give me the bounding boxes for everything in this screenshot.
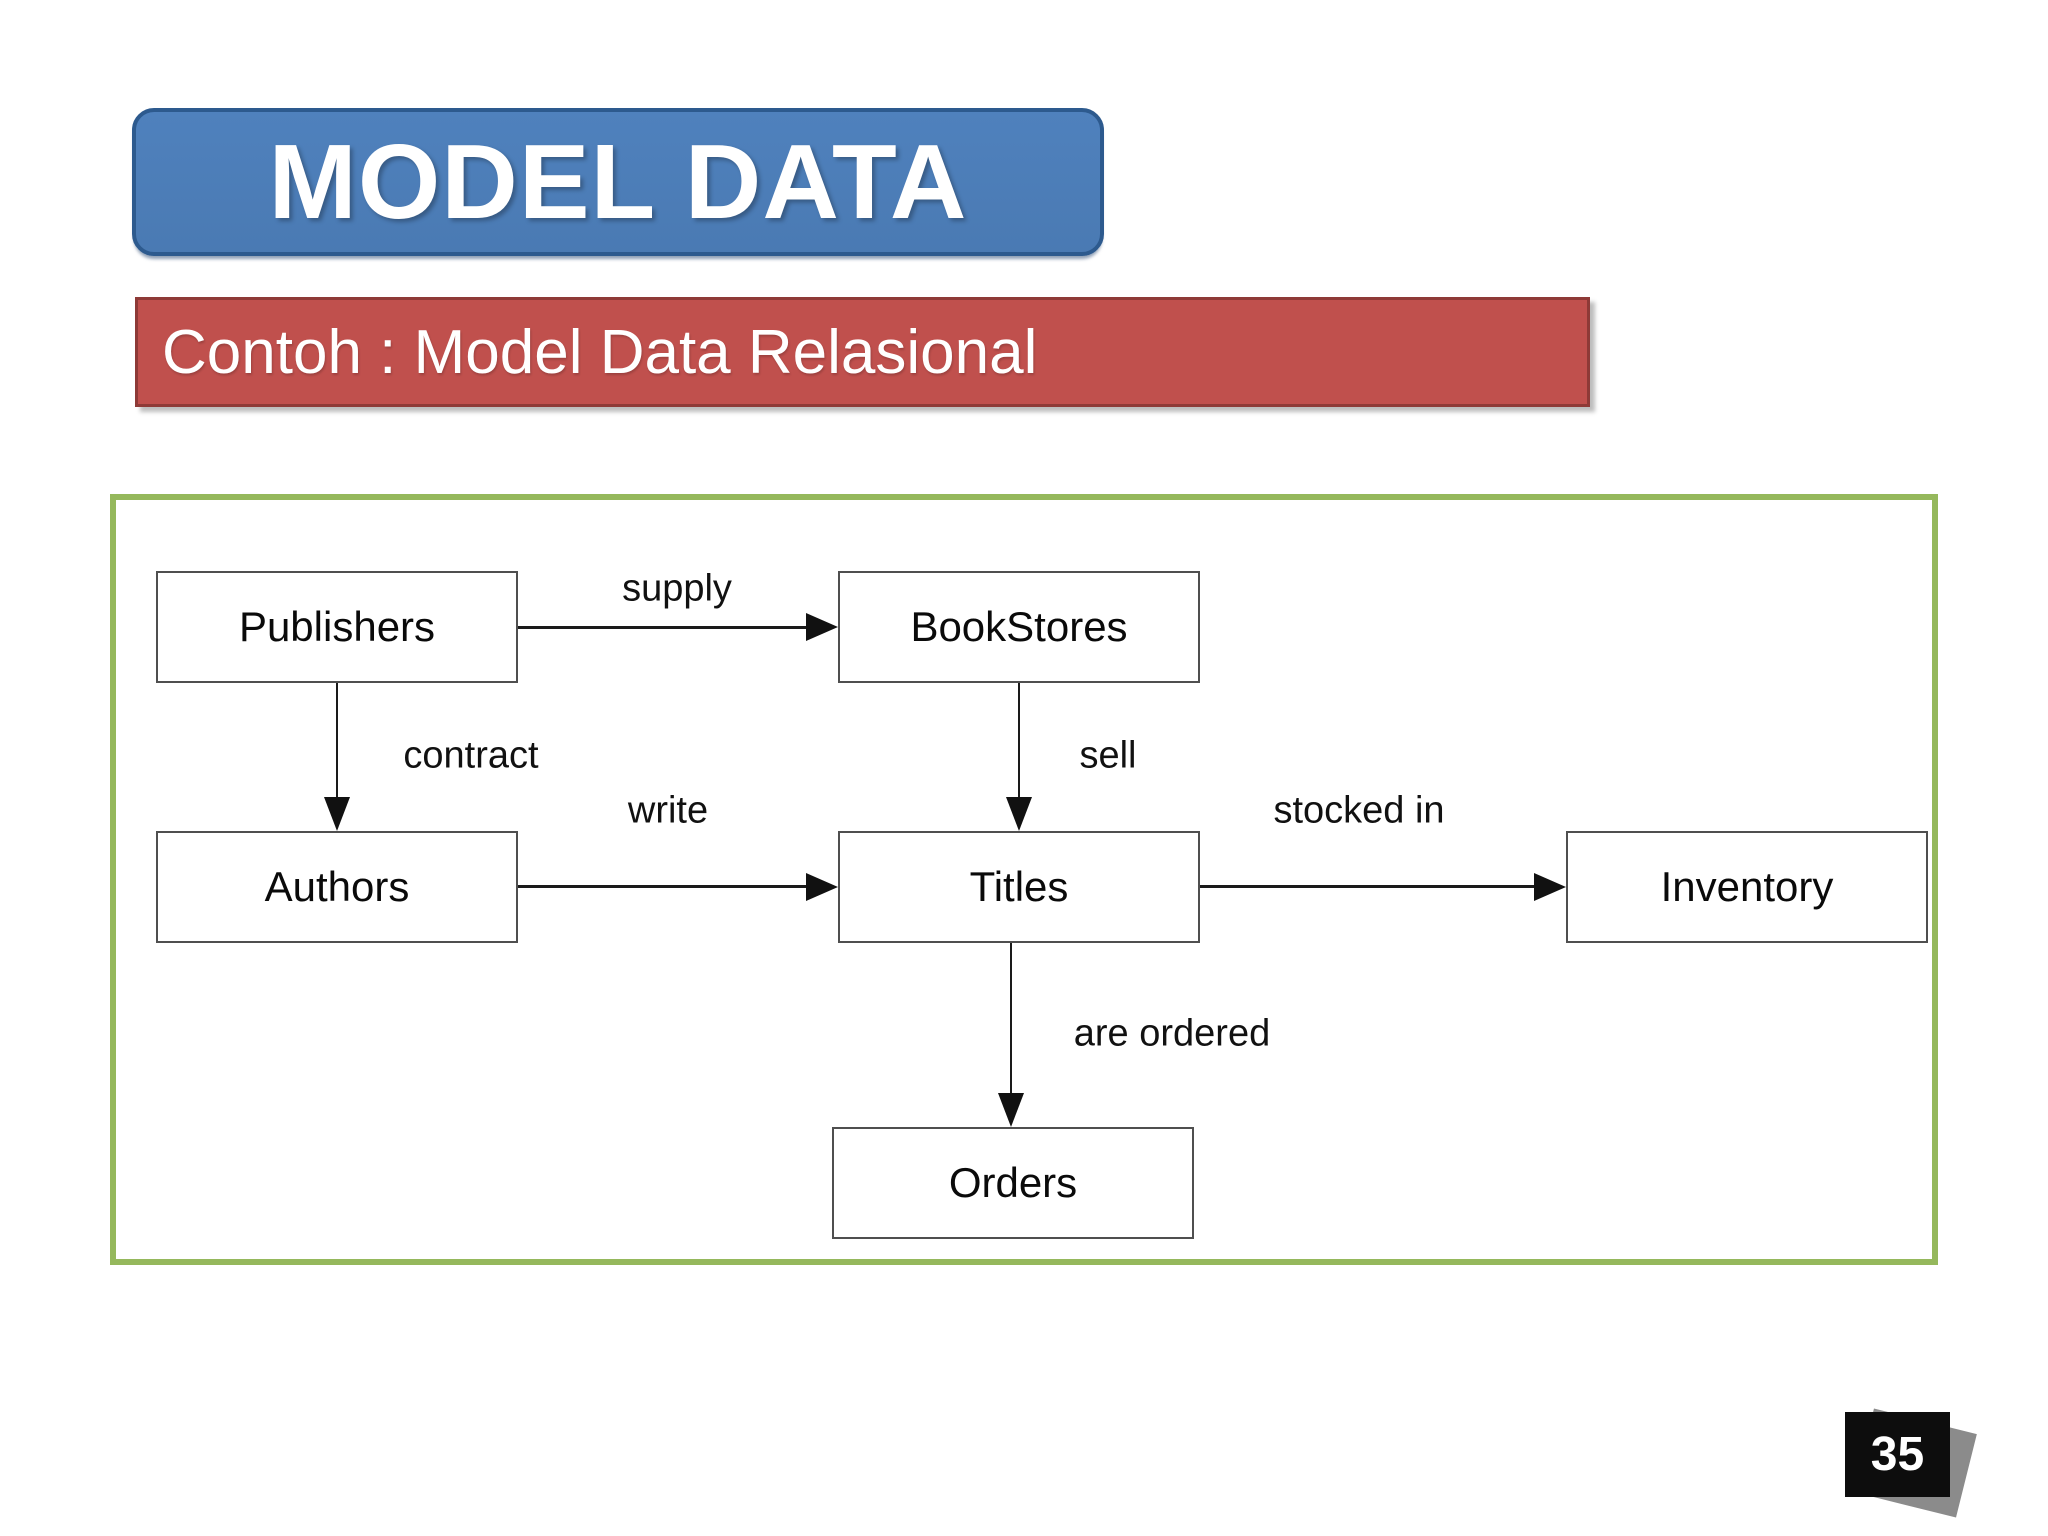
arrow-line-sell [1018,683,1020,799]
relation-label-sell: sell [1079,734,1137,777]
arrow-head-write [806,873,838,901]
entity-box-orders: Orders [832,1127,1194,1239]
entity-label-orders: Orders [948,1159,1078,1206]
relation-label-are-ordered: are ordered [1073,1012,1271,1055]
arrow-head-sell [1006,797,1032,831]
entity-label-inventory: Inventory [1660,863,1834,910]
title-banner: MODEL DATA [132,108,1104,256]
arrow-line-supply [518,626,806,629]
subtitle-banner: Contoh : Model Data Relasional [135,297,1590,407]
arrow-line-write [518,885,806,888]
page-number: 35 [1870,1428,1925,1481]
entity-box-bookstores: BookStores [838,571,1200,683]
arrow-head-contract [324,797,350,831]
relation-label-supply: supply [622,567,732,610]
page-badge: 35 [1845,1412,1950,1497]
entity-label-publishers: Publishers [238,603,436,650]
arrow-line-are-ordered [1010,943,1012,1095]
entity-label-bookstores: BookStores [910,603,1128,650]
arrow-head-stocked-in [1534,873,1566,901]
entity-box-titles: Titles [838,831,1200,943]
arrow-head-supply [806,613,838,641]
relation-label-stocked-in: stocked in [1273,789,1445,832]
entity-box-publishers: Publishers [156,571,518,683]
arrow-line-contract [336,683,338,799]
relation-label-contract: contract [403,734,539,777]
arrow-head-are-ordered [998,1093,1024,1127]
entity-label-titles: Titles [969,863,1069,910]
arrow-line-stocked-in [1200,885,1534,888]
entity-label-authors: Authors [264,863,410,910]
relation-label-write: write [627,789,709,832]
entity-box-authors: Authors [156,831,518,943]
slide-subtitle: Contoh : Model Data Relasional [162,317,1038,387]
entity-box-inventory: Inventory [1566,831,1928,943]
slide-title: MODEL DATA [268,122,968,241]
